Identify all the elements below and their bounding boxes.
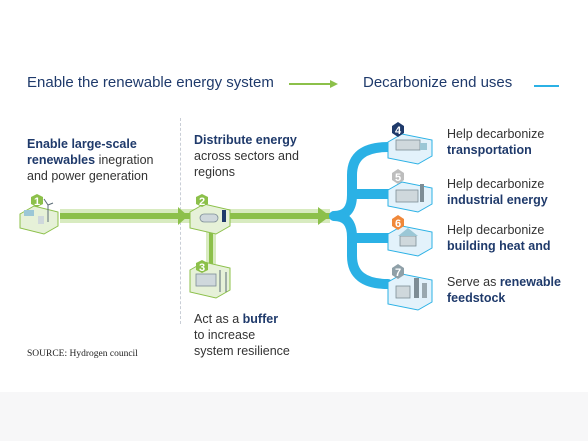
house-icon (387, 225, 433, 257)
refinery-icon (387, 273, 433, 311)
buffer-connector (206, 228, 216, 264)
header-decarbonize-end-uses: Decarbonize end uses (363, 74, 513, 91)
factory-icon (387, 181, 433, 213)
header-arrow (289, 80, 338, 88)
step-5-badge: 5 (392, 169, 404, 184)
step-2-line2: across sectors and (194, 149, 299, 163)
step-7-line1: Serve as renewable (447, 274, 561, 290)
step-5-text: Help decarbonize industrial energy (447, 176, 548, 208)
step-3-line2: to increase (194, 328, 256, 342)
truck-icon (387, 133, 433, 165)
distribution-brace (329, 142, 393, 289)
step-1-bold-line1: Enable large-scale (27, 137, 137, 151)
step-6-line1: Help decarbonize (447, 223, 545, 237)
step-2-bold-line1: Distribute energy (194, 133, 297, 147)
step-4-number: 4 (395, 125, 402, 137)
step-5-number: 5 (395, 172, 401, 184)
step-3-line1-bold: buffer (242, 312, 279, 326)
step-7-badge: 7 (392, 264, 404, 279)
step-1-number: 1 (34, 196, 40, 208)
step-4-line1: Help decarbonize (447, 127, 545, 141)
step-1-bold-line2: renewables (27, 153, 96, 167)
step-7-number: 7 (395, 267, 401, 279)
step-1-badge: 1 (31, 194, 43, 208)
step-2-badge: 2 (196, 194, 208, 208)
step-7-text: Serve as renewable feedstock (447, 274, 561, 306)
step-6-bold: building heat and (447, 239, 551, 253)
step-3-line1: Act as a buffer (194, 311, 290, 327)
hydrogen-tank-icon (189, 203, 231, 235)
step-7-line1-prefix: Serve as (447, 275, 500, 289)
step-4-bold: transportation (447, 143, 532, 157)
header-enable-renewable: Enable the renewable energy system (27, 74, 274, 91)
step-1-text: Enable large-scale renewables inegration… (27, 136, 153, 184)
step-2-text: Distribute energy across sectors and reg… (194, 132, 299, 180)
step-1-rest-line2: inegration (95, 153, 154, 167)
step-7-bold2: feedstock (447, 291, 506, 305)
step-4-text: Help decarbonize transportation (447, 126, 544, 158)
step-3-number: 3 (199, 262, 205, 274)
step-1-line2: renewables inegration (27, 152, 153, 168)
step-6-number: 6 (395, 218, 401, 230)
slide: Enable the renewable energy system Decar… (19, 74, 561, 359)
step-3-badge: 3 (196, 260, 208, 274)
step-2-line3: regions (194, 165, 235, 179)
step-6-text: Help decarbonize building heat and (447, 222, 550, 254)
step-5-line1: Help decarbonize (447, 177, 545, 191)
flow-diagram: 1 2 3 4 (19, 80, 559, 311)
bottom-band (0, 392, 588, 441)
step-6-badge: 6 (392, 215, 404, 230)
step-4-badge: 4 (392, 122, 404, 137)
step-5-bold: industrial energy (447, 193, 548, 207)
step-3-line1-prefix: Act as a (194, 312, 243, 326)
source-note: SOURCE: Hydrogen council (27, 349, 138, 359)
wind-solar-icon (19, 198, 59, 235)
step-7-line1-bold: renewable (499, 275, 561, 289)
step-1-line3: and power generation (27, 169, 148, 183)
step-2-number: 2 (199, 196, 205, 208)
step-3-line3: system resilience (194, 344, 290, 358)
step-3-text: Act as a buffer to increase system resil… (194, 311, 290, 359)
